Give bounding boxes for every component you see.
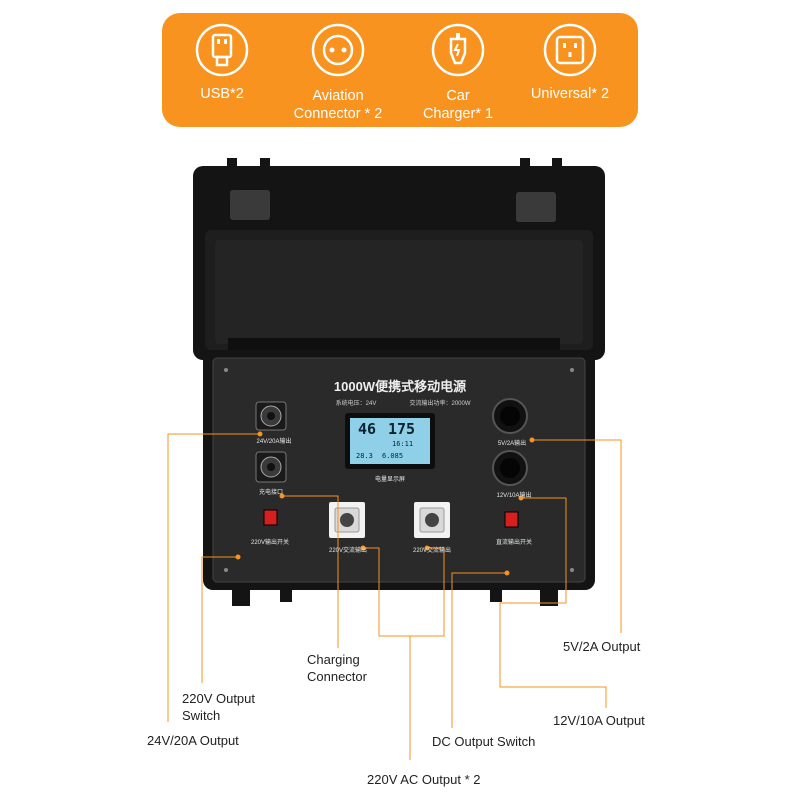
feature-label-aviation: Aviation Connector * 2 bbox=[293, 88, 383, 122]
feature-label-usb: USB*2 bbox=[200, 86, 244, 102]
aviation-socket-icon bbox=[311, 23, 365, 77]
label-ac-out-2: 220V交流输出 bbox=[412, 548, 451, 554]
aviation-connector-24v bbox=[255, 401, 287, 431]
feature-label-car-charger: Car Charger* 1 bbox=[422, 88, 494, 122]
callout-charging-connector: Charging Connector bbox=[307, 652, 367, 684]
label-220-switch: 220V输出开关 bbox=[250, 540, 289, 546]
feature-label-universal: Universal* 2 bbox=[530, 86, 610, 102]
callout-dc-switch: DC Output Switch bbox=[432, 734, 536, 749]
lcd-time: 16:11 bbox=[392, 440, 414, 448]
feature-aviation: Aviation Connector * 2 bbox=[278, 13, 398, 127]
feature-usb: USB*2 bbox=[162, 13, 282, 127]
switch-220v bbox=[263, 509, 278, 526]
lcd-value-2: 175 bbox=[388, 420, 416, 438]
latch-right bbox=[516, 192, 556, 222]
lcd-value-1: 46 bbox=[358, 420, 377, 438]
switch-dc bbox=[504, 511, 519, 528]
feature-banner: USB*2 Aviation Connector * 2 Car Charger… bbox=[162, 13, 638, 127]
case-lid bbox=[193, 158, 605, 360]
usb-icon bbox=[195, 23, 249, 77]
callout-220v-switch: 220V Output Switch bbox=[182, 691, 255, 723]
lcd-row3a: 28.3 bbox=[356, 452, 373, 460]
ac-outlet-2 bbox=[414, 502, 450, 538]
lcd-row3b: 6.085 bbox=[382, 452, 404, 460]
usb-socket bbox=[492, 398, 528, 434]
label-12v-port: 12V/10A输出 bbox=[496, 493, 532, 499]
latch-left bbox=[230, 190, 270, 220]
label-dc-switch: 直流输出开关 bbox=[495, 540, 532, 546]
callout-24v-output: 24V/20A Output bbox=[147, 733, 239, 748]
spec-voltage: 系统电压：24V bbox=[335, 401, 377, 407]
label-ac-out-1: 220V交流输出 bbox=[328, 548, 367, 554]
car-charger-icon bbox=[431, 23, 485, 77]
feature-universal: Universal* 2 bbox=[510, 13, 630, 127]
lcd-readout: 46 175 16:11 28.3 6.085 bbox=[352, 420, 428, 464]
label-charge-port: 充电接口 bbox=[258, 490, 283, 496]
universal-socket-icon bbox=[543, 23, 597, 77]
panel-title: 1000W便携式移动电源 bbox=[333, 379, 467, 394]
display-caption: 电量显示屏 bbox=[374, 477, 405, 483]
charging-connector bbox=[255, 451, 287, 483]
leader-lines bbox=[167, 431, 622, 760]
spec-power: 交流输出功率：2000W bbox=[409, 401, 471, 407]
callout-5v-output: 5V/2A Output bbox=[563, 639, 641, 654]
car-charger-socket bbox=[492, 450, 528, 486]
feature-car-charger: Car Charger* 1 bbox=[398, 13, 518, 127]
label-5v-port: 5V/2A输出 bbox=[497, 441, 527, 447]
battery-display bbox=[345, 413, 435, 469]
callout-ac-output: 220V AC Output * 2 bbox=[367, 772, 481, 787]
callout-12v-output: 12V/10A Output bbox=[553, 713, 645, 728]
label-24v-port: 24V/20A输出 bbox=[256, 439, 292, 445]
ac-outlet-1 bbox=[329, 502, 365, 538]
